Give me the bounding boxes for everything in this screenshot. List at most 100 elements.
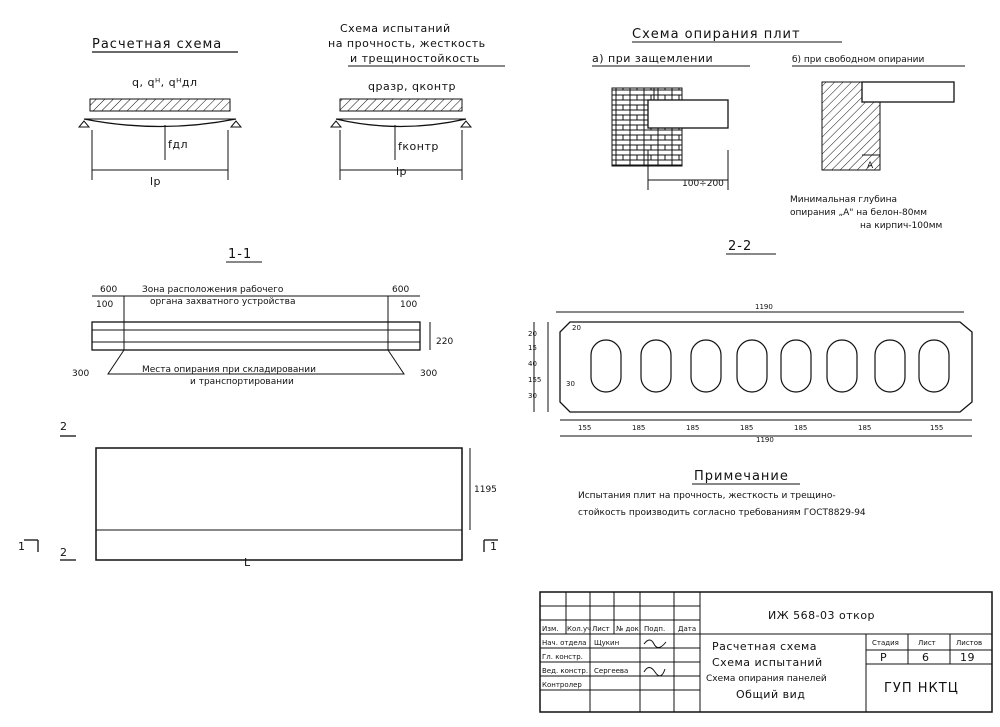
stamp-sheets: 19	[960, 651, 975, 664]
stamp-role: Контролер	[542, 681, 582, 689]
hollow-void	[874, 339, 906, 393]
support-b-label: б) при свободном опирании	[792, 55, 925, 65]
support-scheme: Схема опирания плит а) при защемлении 10…	[592, 27, 965, 231]
support-a-label: а) при защемлении	[592, 52, 713, 65]
support-title: Схема опирания плит	[632, 27, 801, 42]
sec11-dim-left-bottom: 300	[72, 369, 89, 379]
test-deflection: fконтр	[398, 140, 439, 153]
note: Примечание Испытания плит на прочность, …	[578, 469, 866, 518]
sec11-support-2: и транспортировании	[190, 377, 294, 387]
stamp-role: Гл. констр.	[542, 653, 583, 661]
plan-mark-1-right: 1	[490, 540, 498, 553]
test-load-label: qразр, qконтр	[368, 80, 456, 93]
support-note-2: опирания „А" на белон-80мм	[790, 208, 927, 218]
section-2-2-voids	[590, 339, 950, 393]
calc-load-label: q, qᴴ, qᴴдл	[132, 76, 198, 89]
sec22-bottom-dim: 185	[858, 424, 871, 432]
plan-mark-1-left: 1	[18, 540, 26, 553]
stamp-role: Нач. отдела	[542, 639, 586, 647]
stamp-sheets-label: Листов	[956, 639, 982, 647]
hollow-void	[590, 339, 622, 393]
note-title: Примечание	[694, 469, 789, 484]
calc-scheme: Расчетная схема q, qᴴ, qᴴдл fдл lр	[77, 37, 243, 188]
sec22-left-dim: 155	[528, 376, 541, 384]
hollow-void	[640, 339, 672, 393]
sec11-support-1: Места опирания при складировании	[142, 365, 316, 375]
plan-view: 1195 L 2 2 1 1	[18, 420, 498, 569]
sec22-bottom-dim: 155	[930, 424, 943, 432]
stamp-sheet: 6	[922, 651, 930, 664]
support-dim: 100÷200	[682, 179, 724, 189]
stamp-stage-label: Стадия	[872, 639, 899, 647]
stamp-code: ИЖ 568-03 откор	[768, 609, 875, 622]
hollow-void	[690, 339, 722, 393]
support-note-3: на кирпич-100мм	[860, 221, 942, 231]
section-1-1: 1-1 600 600 100 100 Зона расположения ра…	[72, 247, 453, 387]
stamp-header: Дата	[678, 625, 696, 633]
test-span: lр	[396, 165, 407, 178]
stamp-header: № док.	[616, 625, 641, 633]
stamp-sheet-label: Лист	[918, 639, 936, 647]
stamp-desc-2: Схема испытаний	[712, 656, 823, 669]
hollow-void	[780, 339, 812, 393]
hollow-void	[736, 339, 768, 393]
sec22-left-dim: 40	[528, 360, 537, 368]
calc-deflection: fдл	[168, 138, 188, 151]
sec22-left-dim: 30	[528, 392, 537, 400]
plan-width: 1195	[474, 485, 497, 495]
sec11-dim-left-sub: 100	[96, 300, 113, 310]
section-2-2-label: 2-2	[728, 239, 752, 254]
test-title-2: на прочность, жесткость	[328, 37, 486, 50]
sec11-dim-right-sub: 100	[400, 300, 417, 310]
sec11-zone-1: Зона расположения рабочего	[142, 285, 284, 295]
hollow-void	[826, 339, 858, 393]
plan-mark-2-top: 2	[60, 420, 68, 433]
signature-mark	[643, 639, 667, 677]
sec11-height: 220	[436, 337, 453, 347]
plan-mark-2-bottom: 2	[60, 546, 68, 559]
sec22-left-dim: 15	[528, 344, 537, 352]
stamp-desc-3: Схема опирания панелей	[706, 674, 827, 684]
stamp-stage: Р	[880, 651, 887, 664]
test-title-1: Схема испытаний	[340, 22, 451, 35]
section-2-2: 2-2 1190 1190 155 185 185 185 185 185 15…	[528, 239, 973, 444]
sec22-bottom-dim: 185	[794, 424, 807, 432]
support-note-1: Минимальная глубина	[790, 195, 897, 205]
sec11-zone-2: органа захватного устройства	[150, 297, 296, 307]
calc-title: Расчетная схема	[92, 37, 222, 52]
sec22-small-dim: 20	[572, 324, 581, 332]
note-line-1: Испытания плит на прочность, жесткость и…	[578, 491, 836, 501]
sec22-left-dim: 20	[528, 330, 537, 338]
calc-span: lр	[150, 175, 161, 188]
stamp-header: Кол.уч	[567, 625, 591, 633]
hollow-void	[918, 339, 950, 393]
sec11-dim-left-top: 600	[100, 285, 117, 295]
test-scheme: Схема испытаний на прочность, жесткость …	[328, 22, 505, 180]
sec22-bottom-dim: 185	[686, 424, 699, 432]
support-a-mark: А	[867, 161, 874, 171]
sec22-bottom-dim: 185	[740, 424, 753, 432]
stamp-desc-1: Расчетная схема	[712, 640, 817, 653]
note-line-2: стойкость производить согласно требовани…	[578, 508, 866, 518]
sec22-small-dim: 30	[566, 380, 575, 388]
stamp-header: Лист	[592, 625, 610, 633]
sec22-bottom-dims: 155 185 185 185 185 185 155	[578, 424, 943, 432]
title-block: ИЖ 568-03 откор Изм. Кол.уч Лист № док. …	[539, 591, 993, 713]
sec22-bottom-dim: 155	[578, 424, 591, 432]
plan-length: L	[244, 556, 251, 569]
stamp-desc-4: Общий вид	[736, 688, 805, 701]
sec22-bottom-dim: 185	[632, 424, 645, 432]
stamp-header: Изм.	[542, 625, 558, 633]
sec22-bottom-total: 1190	[756, 436, 774, 444]
stamp-name: Щукин	[594, 639, 619, 647]
test-title-3: и трещиностойкость	[350, 52, 480, 65]
sec11-dim-right-bottom: 300	[420, 369, 437, 379]
stamp-name: Сергеева	[594, 667, 628, 675]
sec22-left-dims: 20 15 40 155 30	[528, 330, 541, 400]
stamp-org: ГУП НКТЦ	[884, 681, 959, 696]
stamp-header: Подп.	[644, 625, 665, 633]
section-1-1-label: 1-1	[228, 247, 252, 262]
sec11-dim-right-top: 600	[392, 285, 409, 295]
